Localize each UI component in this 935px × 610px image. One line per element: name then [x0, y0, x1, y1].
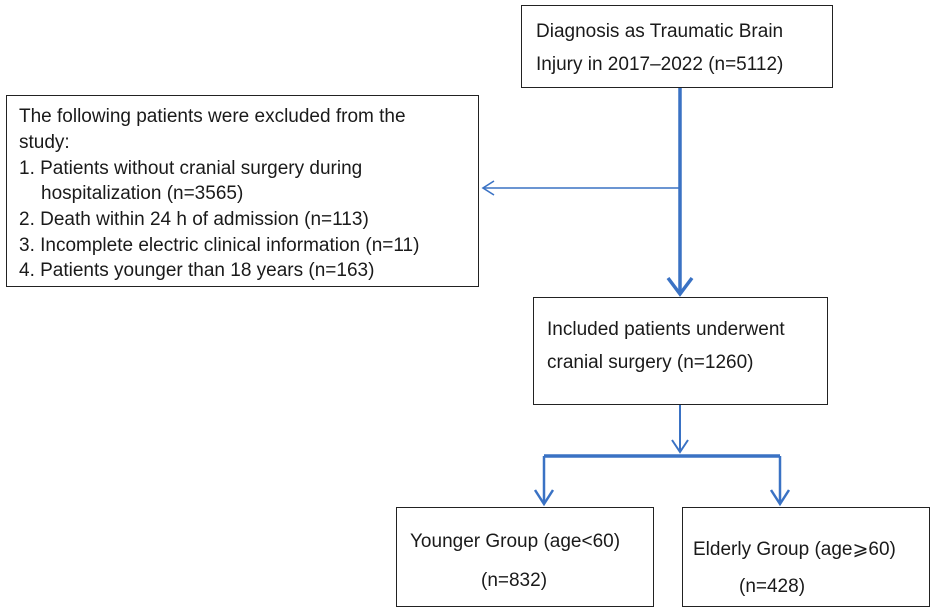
elderly-group-label: Elderly Group (age⩾60) [693, 539, 896, 560]
exclusion-heading-line2: study: [19, 132, 70, 153]
arrowhead-exclusion [481, 180, 495, 196]
included-line1: Included patients underwent [547, 319, 785, 340]
elderly-group-box: Elderly Group (age⩾60) (n=428) [682, 507, 930, 607]
arrowhead-younger [533, 489, 555, 507]
exclusion-item-1: 1. Patients without cranial surgery duri… [19, 158, 363, 179]
exclusion-item-4: 4. Patients younger than 18 years (n=163… [19, 260, 375, 281]
exclusion-item-2: 2. Death within 24 h of admission (n=113… [19, 209, 369, 230]
diagnosis-line1: Diagnosis as Traumatic Brain [536, 21, 784, 42]
included-box: Included patients underwent cranial surg… [533, 297, 828, 405]
arrowhead-elderly [769, 489, 791, 507]
exclusion-item-1-cont: hospitalization (n=3565) [41, 183, 244, 204]
included-line2: cranial surgery (n=1260) [547, 352, 754, 373]
younger-group-box: Younger Group (age<60) (n=832) [396, 507, 654, 607]
younger-group-count: (n=832) [481, 570, 548, 591]
diagnosis-box: Diagnosis as Traumatic Brain Injury in 2… [521, 5, 833, 88]
diagnosis-line2: Injury in 2017–2022 (n=5112) [536, 54, 784, 75]
younger-group-label: Younger Group (age<60) [410, 531, 621, 552]
exclusion-item-3: 3. Incomplete electric clinical informat… [19, 235, 420, 256]
exclusion-box: The following patients were excluded fro… [6, 95, 479, 287]
elderly-group-count: (n=428) [739, 576, 806, 597]
arrowhead-included [666, 276, 694, 297]
arrowhead-split [671, 439, 689, 454]
exclusion-heading-line1: The following patients were excluded fro… [19, 106, 406, 127]
